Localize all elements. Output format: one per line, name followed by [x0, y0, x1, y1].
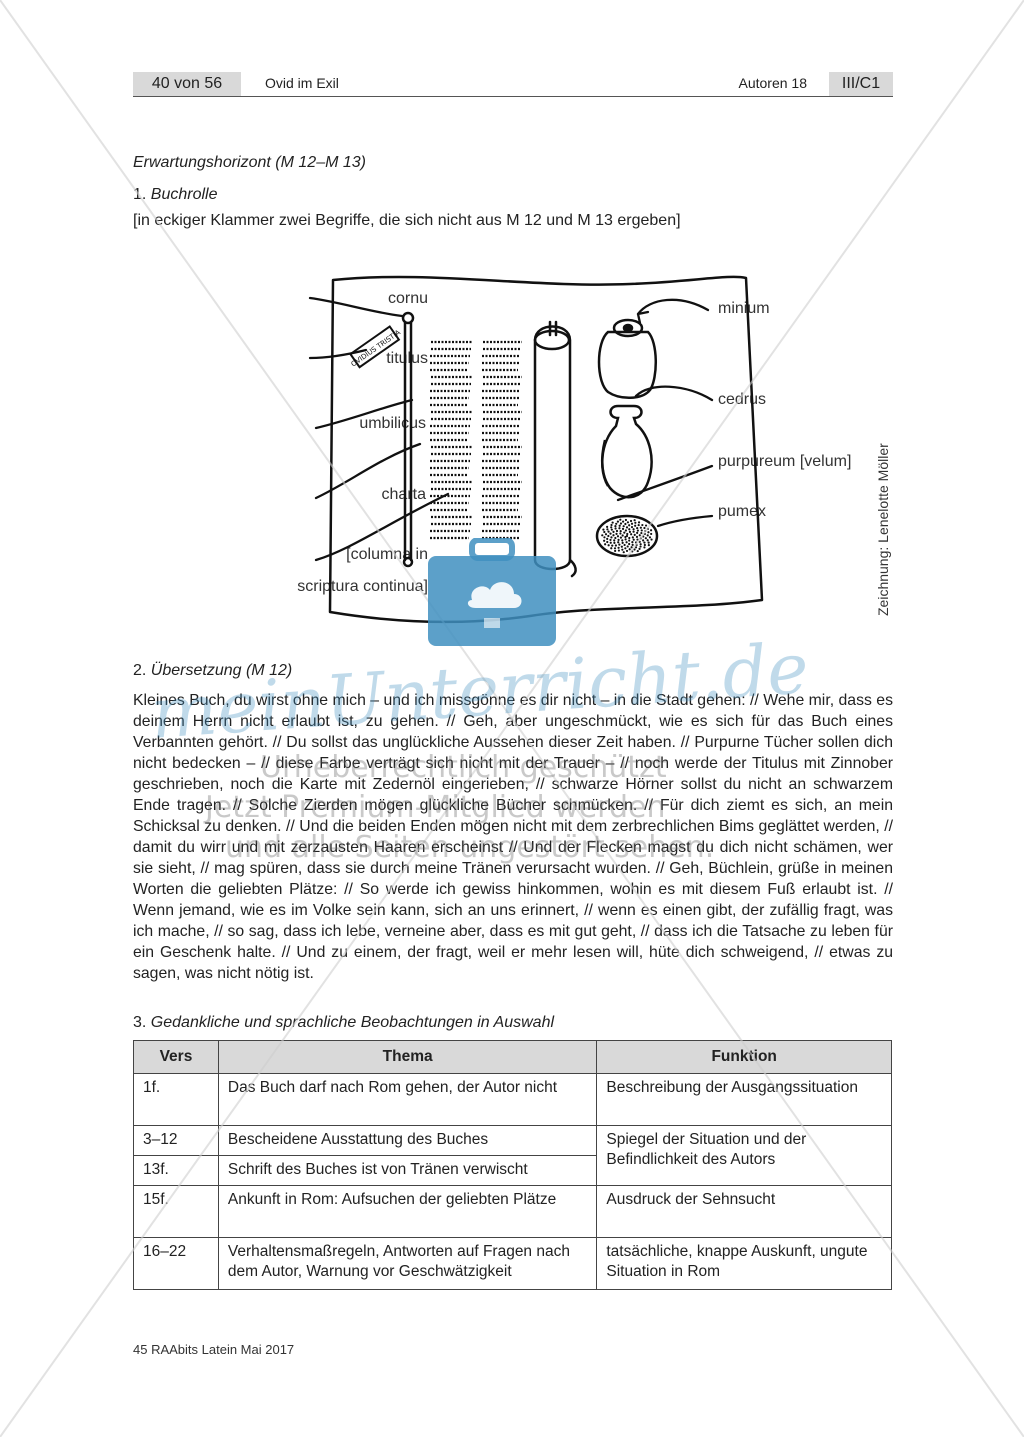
col-header-vers: Vers: [133, 1040, 219, 1074]
cell-thema: Ankunft in Rom: Aufsuchen der geliebten …: [217, 1185, 598, 1238]
book-scroll-figure: cornu titulus umbilicus charta [columna …: [130, 260, 920, 640]
part3-number: 3.: [133, 1014, 147, 1031]
part1-title: Buchrolle: [150, 186, 218, 203]
col-header-thema: Thema: [217, 1040, 598, 1074]
observations-table: Vers Thema Funktion 1f. Das Buch darf na…: [133, 1040, 892, 1290]
cell-vers: 3–12: [133, 1125, 219, 1156]
cell-funktion: tatsächliche, knappe Auskunft, ungute Si…: [596, 1237, 892, 1290]
table-row: 3–12 Bescheidene Ausstattung des Buches …: [133, 1125, 892, 1186]
part3-heading: 3. Gedankliche und sprachliche Beobachtu…: [133, 1014, 554, 1032]
cell-thema: Verhaltensmaßregeln, Antworten auf Frage…: [217, 1237, 598, 1290]
series-label: Autoren 18: [738, 75, 808, 91]
page-footer: 45 RAAbits Latein Mai 2017: [133, 1342, 295, 1357]
part3-title: Gedankliche und sprachliche Beobachtunge…: [150, 1014, 555, 1031]
part1-note: [in eckiger Klammer zwei Begriffe, die s…: [133, 212, 681, 229]
cell-thema: Bescheidene Ausstattung des Buches: [217, 1125, 598, 1156]
cell-funktion: Beschreibung der Ausgangssituation: [596, 1073, 892, 1126]
part1-number: 1.: [133, 186, 147, 203]
part1-heading: 1. Buchrolle: [133, 186, 218, 204]
table-row: 1f. Das Buch darf nach Rom gehen, der Au…: [133, 1073, 892, 1126]
page-number: 40 von 56: [133, 72, 241, 96]
table-header-row: Vers Thema Funktion: [133, 1040, 892, 1074]
part2-heading: 2. Übersetzung (M 12): [133, 662, 292, 680]
cell-funktion: Ausdruck der Sehnsucht: [596, 1185, 892, 1238]
cell-vers: 13f.: [133, 1155, 219, 1186]
cell-vers: 1f.: [133, 1073, 219, 1126]
cell-thema: Schrift des Buches ist von Tränen verwis…: [217, 1155, 598, 1186]
document-title: Ovid im Exil: [265, 75, 339, 91]
table-row: 15f. Ankunft in Rom: Aufsuchen der gelie…: [133, 1185, 892, 1238]
illustration-credit: Zeichnung: Lenelotte Möller: [875, 443, 891, 616]
cell-funktion: Spiegel der Situation und der Befindlich…: [596, 1125, 892, 1186]
page-header: 40 von 56 Ovid im Exil Autoren 18 III/C1: [133, 72, 893, 97]
cell-vers: 15f.: [133, 1185, 219, 1238]
cell-vers: 16–22: [133, 1237, 219, 1290]
section-heading: Erwartungshorizont (M 12–M 13): [133, 154, 366, 171]
table-row: 16–22 Verhaltensmaßregeln, Antworten auf…: [133, 1237, 892, 1290]
scroll-drawing: OVIDIUS TRISTIA: [308, 275, 764, 624]
part2-title: Übersetzung (M 12): [150, 662, 293, 679]
cell-thema: Das Buch darf nach Rom gehen, der Autor …: [217, 1073, 598, 1126]
col-header-funktion: Funktion: [596, 1040, 892, 1074]
translation-text: Kleines Buch, du wirst ohne mich – und i…: [133, 692, 893, 982]
section-label: III/C1: [829, 72, 893, 96]
part2-number: 2.: [133, 662, 147, 679]
